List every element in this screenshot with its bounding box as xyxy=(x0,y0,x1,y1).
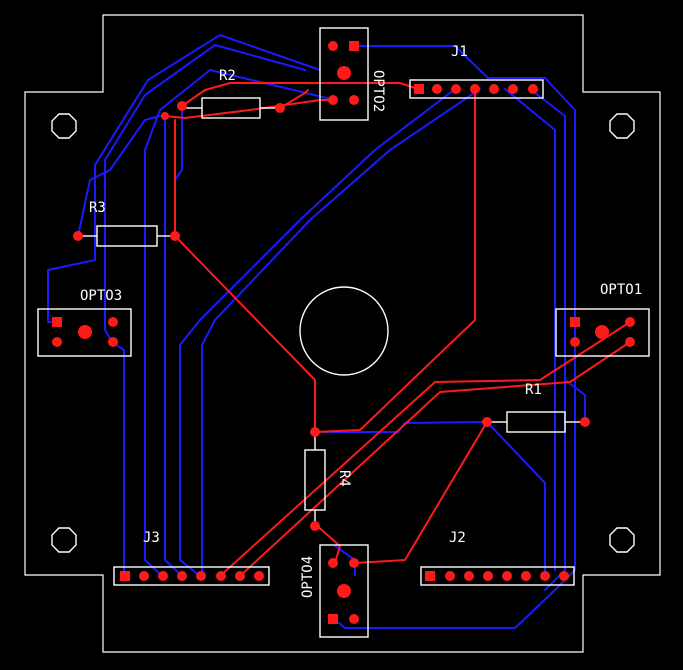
label-opto3: OPTO3 xyxy=(80,288,122,304)
label-j2: J2 xyxy=(449,530,466,546)
label-r4: R4 xyxy=(336,470,352,487)
opto2-outline xyxy=(319,27,369,121)
opto1-outline xyxy=(555,308,650,357)
top-layer-traces xyxy=(164,82,631,577)
board-outline xyxy=(24,14,661,653)
label-opto4: OPTO4 xyxy=(300,556,316,598)
j1-outline xyxy=(409,79,544,99)
octagon-hole-icon xyxy=(51,527,77,553)
bottom-layer-traces xyxy=(47,34,586,629)
label-r1: R1 xyxy=(525,382,542,398)
opto3-outline xyxy=(37,308,132,357)
label-opto1: OPTO1 xyxy=(600,282,642,298)
label-r2: R2 xyxy=(219,68,236,84)
component-labels: J1 J2 J3 R1 R2 R3 R4 OPTO1 OPTO2 OPTO3 O… xyxy=(80,44,642,598)
octagon-hole-icon xyxy=(609,113,635,139)
j2-outline xyxy=(420,566,575,586)
circle-hole-icon xyxy=(299,286,389,376)
pads xyxy=(52,41,635,624)
octagon-hole-icon xyxy=(51,113,77,139)
opto4-outline xyxy=(319,544,369,638)
label-j1: J1 xyxy=(451,44,468,60)
j3-outline xyxy=(113,566,270,586)
label-opto2: OPTO2 xyxy=(370,70,386,112)
label-j3: J3 xyxy=(143,530,160,546)
silkscreen xyxy=(37,27,650,638)
octagon-hole-icon xyxy=(609,527,635,553)
r1-body xyxy=(506,411,566,433)
label-r3: R3 xyxy=(89,200,106,216)
mounting-holes xyxy=(51,113,635,553)
